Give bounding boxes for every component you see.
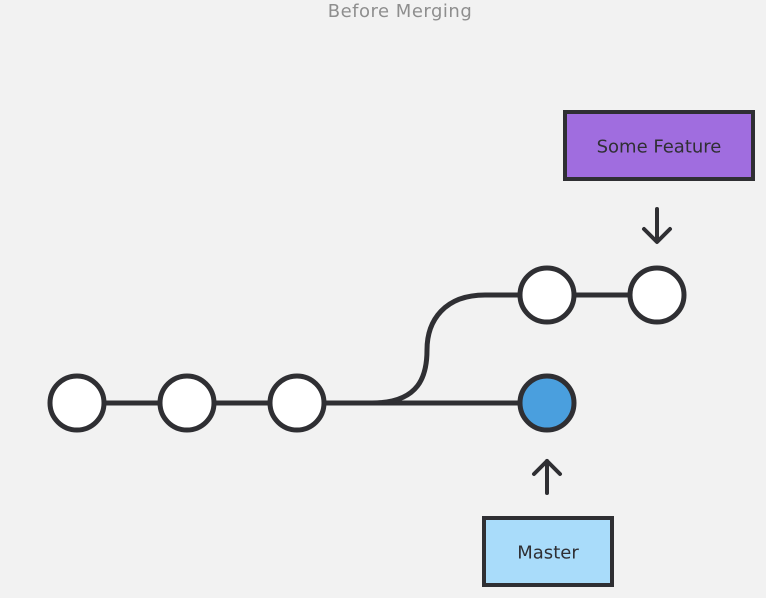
branch-label-feature: Some Feature (563, 110, 755, 181)
branch-label-feature-box (563, 110, 755, 181)
diagram-title: Before Merging (327, 1, 473, 22)
commit-node-feature-head (627, 265, 687, 325)
commit-node-master-head (517, 373, 577, 433)
commit-edges (101, 292, 632, 406)
branch-label-master-box (482, 516, 614, 587)
commit-node (47, 373, 107, 433)
commit-node (157, 373, 217, 433)
up-arrow-icon (532, 459, 562, 495)
branch-label-master-text: Master (517, 543, 579, 564)
commits (47, 265, 687, 433)
branch-label-feature-text: Some Feature (597, 137, 722, 158)
commit-node (267, 373, 327, 433)
edge-branch-curve (369, 292, 523, 406)
down-arrow-icon (642, 207, 672, 244)
commit-node (517, 265, 577, 325)
branch-label-master: Master (482, 516, 614, 587)
